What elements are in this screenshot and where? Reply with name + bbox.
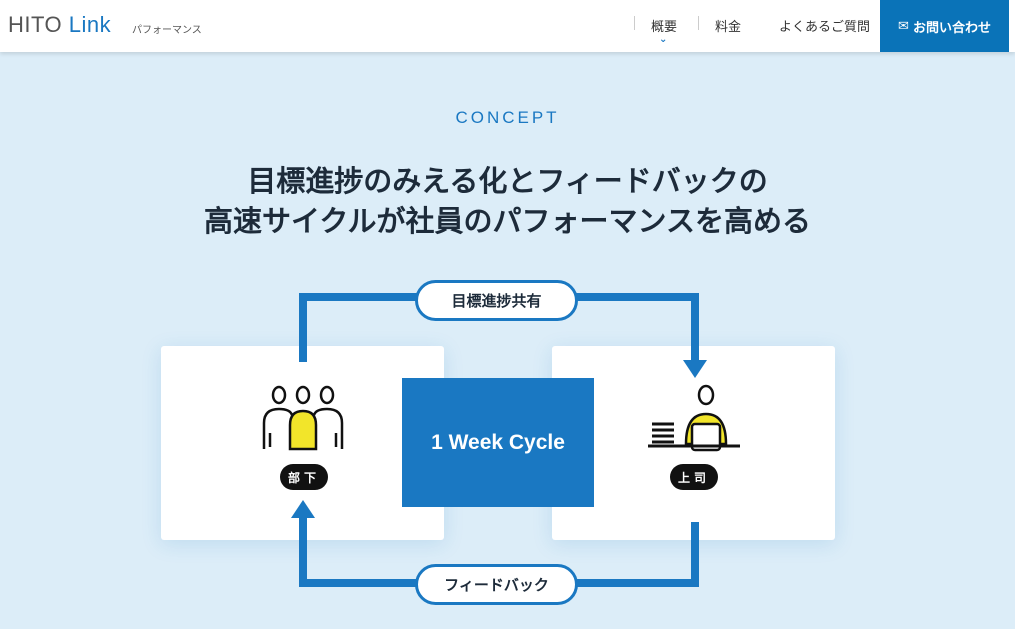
nav-overview[interactable]: 概要 bbox=[651, 19, 678, 34]
down-arrowhead bbox=[683, 360, 707, 378]
chevron-down-icon: ⌄ bbox=[659, 34, 668, 45]
up-arrowhead bbox=[291, 500, 315, 518]
contact-label: お問い合わせ bbox=[912, 19, 991, 35]
section-eyebrow: CONCEPT bbox=[455, 108, 560, 127]
nav-divider bbox=[634, 16, 635, 30]
nav-pricing[interactable]: 料金 bbox=[715, 19, 742, 34]
mail-icon: ✉ bbox=[898, 18, 909, 33]
nav-divider bbox=[698, 16, 699, 30]
title-line: 目標進捗のみえる化とフィードバックの bbox=[247, 166, 768, 198]
logo[interactable]: HITO Link bbox=[8, 12, 111, 38]
contact-button[interactable]: ✉お問い合わせ bbox=[880, 0, 1009, 52]
logo-main: HITO bbox=[8, 12, 63, 37]
title-line: 高速サイクルが社員のパフォーマンスを高める bbox=[204, 206, 811, 238]
goal-sharing-label: 目標進捗共有 bbox=[415, 280, 578, 321]
cycle-box: 1 Week Cycle bbox=[402, 378, 594, 507]
site-header: HITO Link パフォーマンス 概要 ⌄ 料金 よくあるご質問 ✉お問い合わ… bbox=[0, 0, 1015, 52]
section-title: 目標進捗のみえる化とフィードバックの高速サイクルが社員のパフォーマンスを高める bbox=[0, 162, 1015, 242]
manager-at-laptop-icon bbox=[648, 384, 740, 452]
subordinate-badge: 部下 bbox=[280, 464, 328, 490]
logo-link: Link bbox=[68, 12, 112, 37]
manager-badge: 上司 bbox=[670, 464, 718, 490]
feedback-label: フィードバック bbox=[415, 564, 578, 605]
nav-faq[interactable]: よくあるご質問 bbox=[779, 19, 871, 34]
team-icon bbox=[262, 385, 344, 451]
logo-subtitle: パフォーマンス bbox=[132, 25, 202, 36]
